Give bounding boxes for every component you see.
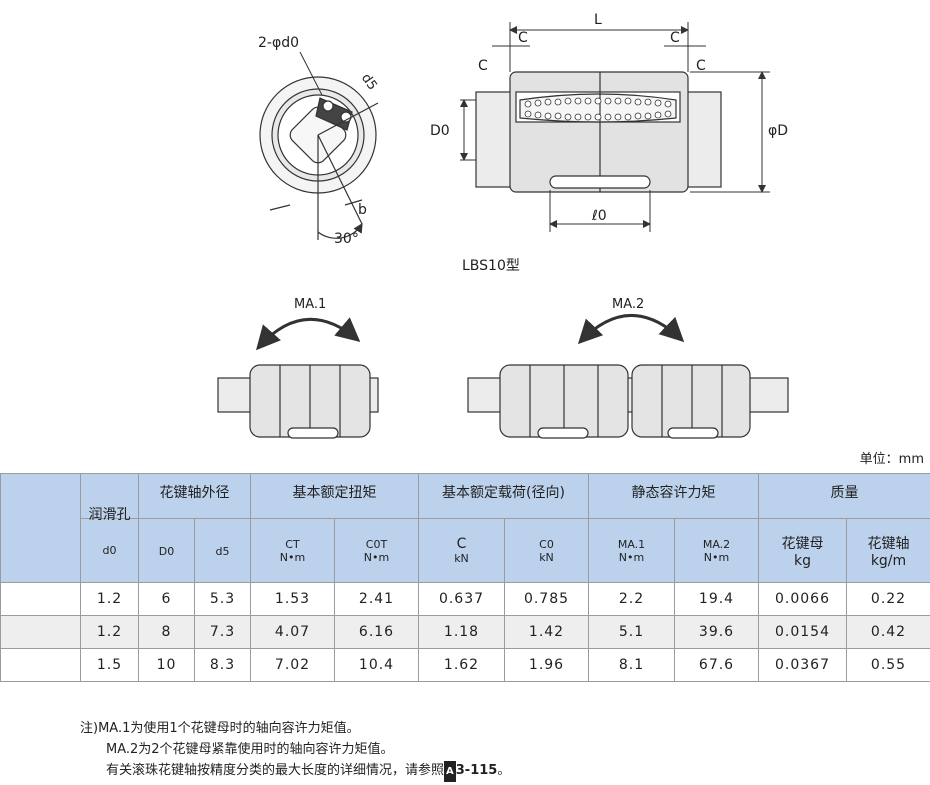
cell: 0.55: [846, 648, 930, 682]
dim-d5: d5: [358, 71, 380, 93]
model-label: LBS10型: [462, 258, 520, 274]
dim-L: L: [594, 12, 602, 28]
cell: 2.41: [334, 582, 419, 616]
technical-drawing: 2-φd0 d5 b 30° L C C C C D0 φD ℓ0 LBS10型: [217, 12, 789, 439]
dim-two-d0: 2-φd0: [258, 35, 299, 51]
col-d5: d5: [194, 518, 251, 583]
cell: 1.2: [80, 615, 139, 649]
cell: 6: [138, 582, 195, 616]
dim-l0: ℓ0: [591, 208, 607, 224]
cell: 39.6: [674, 615, 759, 649]
cell: 1.96: [504, 648, 589, 682]
lube-hole-label: 润滑孔: [88, 506, 131, 523]
spec-table: 花键轴外径 基本额定扭矩 基本额定载荷(径向) 静态容许力矩 质量 润滑孔 d0…: [0, 473, 930, 682]
cell: 5.1: [588, 615, 675, 649]
header-mass: 质量: [758, 473, 930, 519]
cell: 7.3: [194, 615, 251, 649]
cell: 8: [138, 615, 195, 649]
cell: 0.785: [504, 582, 589, 616]
cell: 1.62: [418, 648, 505, 682]
cell: 8.3: [194, 648, 251, 682]
cell: 0.42: [846, 615, 930, 649]
model-cell: [0, 615, 81, 649]
dim-b: b: [358, 202, 367, 218]
cell: 5.3: [194, 582, 251, 616]
moment-1-label: MA.1: [294, 297, 326, 312]
moment-2-label: MA.2: [612, 297, 644, 312]
dim-D0: D0: [430, 123, 450, 139]
header-blank: [80, 473, 139, 519]
header-spline-od: 花键轴外径: [138, 473, 251, 519]
cell: 8.1: [588, 648, 675, 682]
cell: 1.53: [250, 582, 335, 616]
model-header: [0, 473, 81, 583]
side-view-dimensions: [460, 22, 770, 232]
dim-angle: 30°: [334, 231, 359, 247]
end-view: [259, 76, 379, 240]
moment-2-diagram: [467, 314, 789, 439]
dim-C-vert-right: C: [696, 58, 706, 74]
note-line-1: 注)MA.1为使用1个花键母时的轴向容许力矩值。: [80, 721, 360, 736]
header-static-moment: 静态容许力矩: [588, 473, 759, 519]
unit-label: 单位：mm: [859, 452, 924, 467]
cell: 1.18: [418, 615, 505, 649]
dim-C-vert-left: C: [478, 58, 488, 74]
cell: 19.4: [674, 582, 759, 616]
model-cell: [0, 648, 81, 682]
cell: 67.6: [674, 648, 759, 682]
cell: 0.0066: [758, 582, 847, 616]
notes: 注)MA.1为使用1个花键母时的轴向容许力矩值。 MA.2为2个花键母紧靠使用时…: [80, 718, 510, 782]
cell: 1.5: [80, 648, 139, 682]
model-cell: [0, 582, 81, 616]
cell: 0.22: [846, 582, 930, 616]
header-rated-torque: 基本额定扭矩: [250, 473, 419, 519]
dim-C-left: C: [518, 30, 528, 46]
dim-C-right: C: [670, 30, 680, 46]
cell: 1.2: [80, 582, 139, 616]
note-line-2: MA.2为2个花键母紧靠使用时的轴向容许力矩值。: [106, 742, 394, 757]
table-row: 1.2 6 5.3 1.53 2.41 0.637 0.785 2.2 19.4…: [0, 582, 930, 616]
table-row: 1.5 10 8.3 7.02 10.4 1.62 1.96 8.1 67.6 …: [0, 648, 930, 682]
cell: 6.16: [334, 615, 419, 649]
side-view-balls: [524, 97, 672, 121]
cell: 2.2: [588, 582, 675, 616]
cell: 4.07: [250, 615, 335, 649]
cell: 10: [138, 648, 195, 682]
table-row: 1.2 8 7.3 4.07 6.16 1.18 1.42 5.1 39.6 0…: [0, 615, 930, 649]
cell: 7.02: [250, 648, 335, 682]
ref-page-link[interactable]: 3-115: [455, 763, 498, 778]
cell: 1.42: [504, 615, 589, 649]
col-d0: 润滑孔 d0: [80, 507, 139, 583]
col-D0: D0: [138, 518, 195, 583]
moment-1-diagram: [217, 317, 379, 439]
side-view: [475, 71, 722, 193]
ref-icon: A: [444, 761, 456, 782]
cell: 0.0367: [758, 648, 847, 682]
header-rated-load: 基本额定载荷(径向): [418, 473, 589, 519]
cell: 10.4: [334, 648, 419, 682]
cell: 0.0154: [758, 615, 847, 649]
dim-phiD: φD: [768, 123, 788, 139]
cell: 0.637: [418, 582, 505, 616]
